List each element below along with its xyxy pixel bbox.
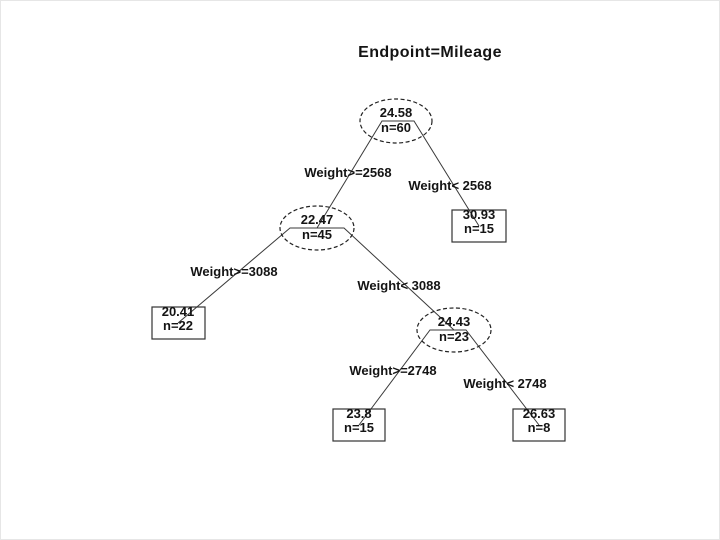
leaf-20-41-count: n=22	[163, 318, 193, 333]
node-22-47-ellipse	[279, 205, 355, 251]
split-label-weight-lt-3088: Weight< 3088	[357, 278, 440, 293]
root-node-value: 24.58	[380, 105, 413, 120]
leaf-26-63-count: n=8	[528, 420, 551, 435]
node-22-47-value: 22.47	[301, 212, 334, 227]
split-label-weight-lt-2748: Weight< 2748	[463, 376, 546, 391]
split-label-weight-lt-2568: Weight< 2568	[408, 178, 491, 193]
split-label-weight-ge-2568: Weight>=2568	[304, 165, 391, 180]
split-label-weight-ge-3088: Weight>=3088	[190, 264, 277, 279]
branch-node3-to-children	[358, 329, 540, 426]
branch-root-to-children	[316, 120, 480, 229]
leaf-20-41-box	[151, 306, 206, 340]
leaf-30-93-box	[451, 209, 507, 243]
plot-title: Endpoint=Mileage	[358, 44, 502, 61]
split-label-weight-ge-2748: Weight>=2748	[349, 363, 436, 378]
leaf-23-8-count: n=15	[344, 420, 374, 435]
root-node-ellipse	[359, 98, 433, 144]
node-24-43-count: n=23	[439, 329, 469, 344]
leaf-23-8-box	[332, 408, 386, 442]
leaf-20-41-value: 20.41	[162, 304, 195, 319]
leaf-26-63-value: 26.63	[523, 406, 556, 421]
leaf-30-93-count: n=15	[464, 221, 494, 236]
root-node-count: n=60	[381, 120, 411, 135]
node-22-47-count: n=45	[302, 227, 332, 242]
node-24-43-value: 24.43	[438, 314, 471, 329]
leaf-30-93-value: 30.93	[463, 207, 496, 222]
node-24-43-ellipse	[416, 307, 492, 353]
leaf-26-63-box	[512, 408, 566, 442]
leaf-23-8-value: 23.8	[346, 406, 371, 421]
branch-node2-to-children	[177, 227, 455, 331]
